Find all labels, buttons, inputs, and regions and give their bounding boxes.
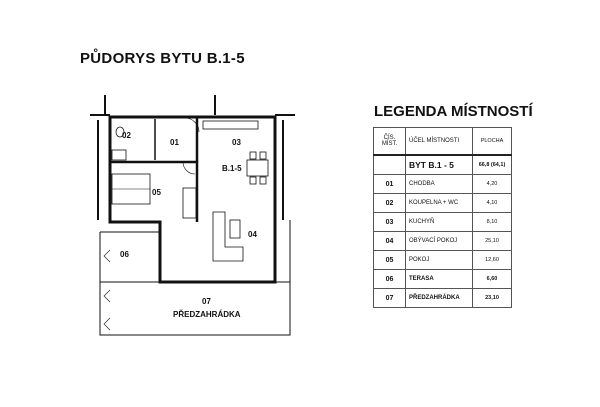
row-name: POKOJ bbox=[405, 250, 473, 270]
summary-area: 66,8 (64,1) bbox=[472, 154, 512, 175]
summary-name: BYT B.1 - 5 bbox=[405, 154, 473, 175]
row-area: 12,60 bbox=[472, 250, 512, 270]
row-number: 03 bbox=[373, 212, 406, 232]
row-area: 6,60 bbox=[472, 269, 512, 289]
legend-title: LEGENDA MÍSTNOSTÍ bbox=[374, 103, 533, 120]
row-area: 4,20 bbox=[472, 174, 512, 194]
legend-header-row: ČÍS. MÍST. ÚČEL MÍSTNOSTI PLOCHA bbox=[373, 127, 512, 156]
room-label-02: 02 bbox=[122, 131, 131, 140]
row-area: 4,10 bbox=[472, 193, 512, 213]
row-name: PŘEDZAHRÁDKA bbox=[405, 288, 473, 308]
room-label-01: 01 bbox=[170, 138, 179, 147]
row-area: 8,10 bbox=[472, 212, 512, 232]
room-label-04: 04 bbox=[248, 230, 257, 239]
dining-table bbox=[246, 159, 269, 177]
header-number: ČÍS. MÍST. bbox=[373, 127, 406, 156]
row-area: 23,10 bbox=[472, 288, 512, 308]
row-number: 05 bbox=[373, 250, 406, 270]
header-purpose: ÚČEL MÍSTNOSTI bbox=[405, 127, 473, 156]
apartment-walls bbox=[108, 115, 277, 284]
room-label-03: 03 bbox=[232, 138, 241, 147]
row-number: 06 bbox=[373, 269, 406, 289]
row-number: 07 bbox=[373, 288, 406, 308]
garden-label: PŘEDZAHRÁDKA bbox=[173, 310, 241, 319]
legend-table: ČÍS. MÍST. ÚČEL MÍSTNOSTI PLOCHA BYT B.1… bbox=[373, 127, 512, 308]
row-name: CHODBA bbox=[405, 174, 473, 194]
room-label-05: 05 bbox=[152, 188, 161, 197]
row-number: 04 bbox=[373, 231, 406, 251]
legend-summary-row: BYT B.1 - 5 66,8 (64,1) bbox=[373, 154, 512, 175]
row-name: KOUPELNA + WC bbox=[405, 193, 473, 213]
page-title: PŮDORYS BYTU B.1-5 bbox=[80, 50, 245, 67]
room-label-06: 06 bbox=[120, 250, 129, 259]
garden-outline bbox=[99, 281, 291, 336]
row-number: 02 bbox=[373, 193, 406, 213]
row-name: OBÝVACÍ POKOJ bbox=[405, 231, 473, 251]
room-label-07: 07 bbox=[202, 297, 211, 306]
row-name: TERASA bbox=[405, 269, 473, 289]
row-area: 25,10 bbox=[472, 231, 512, 251]
header-area: PLOCHA bbox=[472, 127, 512, 156]
row-number: 01 bbox=[373, 174, 406, 194]
apartment-label: B.1-5 bbox=[222, 164, 242, 173]
sofa bbox=[212, 211, 244, 262]
row-name: KUCHYŇ bbox=[405, 212, 473, 232]
